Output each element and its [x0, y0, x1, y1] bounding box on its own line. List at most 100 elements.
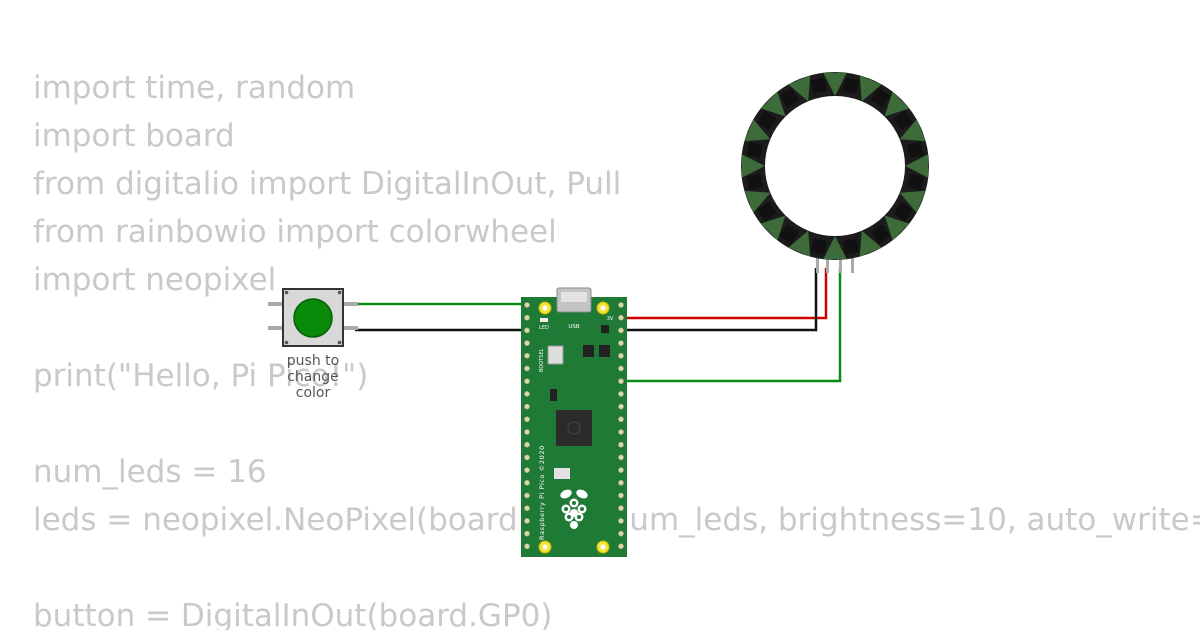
pico-pin[interactable]	[618, 352, 624, 359]
pico-pin[interactable]	[524, 340, 530, 346]
wire-gnd-to-ring-gnd[interactable]	[620, 268, 818, 332]
pico-pin[interactable]	[618, 543, 624, 550]
pico-pin[interactable]	[618, 416, 624, 423]
smd-component	[601, 325, 609, 333]
ring-led-gap	[859, 230, 882, 257]
smd-component	[599, 345, 610, 357]
pico-pin[interactable]	[524, 467, 530, 473]
ring-led-gap	[823, 72, 847, 96]
pico-pin[interactable]	[524, 352, 530, 359]
wires	[355, 268, 842, 383]
pico-pin[interactable]	[524, 365, 530, 372]
ring-pin	[851, 255, 854, 273]
ring-led	[757, 201, 777, 222]
pico-pin[interactable]	[524, 518, 530, 524]
pico-pin[interactable]	[618, 340, 624, 346]
pico-pin[interactable]	[524, 403, 530, 410]
wire-3v-to-ring-vcc[interactable]	[620, 268, 828, 320]
code-line: import time, random	[33, 70, 356, 106]
pico-pin[interactable]	[524, 441, 530, 448]
onboard-led	[540, 318, 548, 322]
pico-pin[interactable]	[524, 479, 530, 486]
button-cap[interactable]	[293, 298, 333, 338]
ring-led	[779, 88, 800, 108]
pico-pin[interactable]	[524, 492, 530, 499]
pico-pin[interactable]	[618, 530, 624, 537]
ring-led-gap	[899, 119, 926, 142]
ring-pin	[816, 255, 819, 273]
code-line: from digitalio import DigitalInOut, Pull	[33, 166, 622, 202]
ring-led	[842, 77, 860, 94]
pico-pin[interactable]	[618, 314, 624, 321]
button-caption-line: change	[287, 369, 339, 385]
flash-chip	[554, 468, 570, 479]
pico-pin[interactable]	[524, 302, 530, 308]
ring-pin	[826, 255, 829, 273]
pico-pin[interactable]	[524, 505, 530, 512]
pico-pin[interactable]	[618, 454, 624, 461]
ring-led	[746, 141, 763, 159]
pin-label-3v: 3V	[607, 316, 614, 322]
led-label: LED	[539, 325, 549, 331]
bootsel-label: BOOTSEL	[539, 348, 545, 372]
pico-pin[interactable]	[524, 543, 530, 550]
ring-led-gap	[744, 119, 771, 142]
code-line: import board	[33, 118, 235, 154]
ring-led-gap	[905, 154, 929, 178]
pico-pin[interactable]	[524, 327, 530, 334]
pico-pin[interactable]	[618, 403, 624, 410]
ring-led	[907, 173, 924, 191]
usb-label: USB	[568, 324, 580, 330]
ring-led-gap	[823, 236, 847, 260]
push-button[interactable]: push to change color	[268, 288, 358, 401]
rp2040-logo	[567, 421, 581, 435]
smd-component	[550, 389, 557, 401]
pico-pin[interactable]	[618, 518, 624, 524]
button-caption-line: push to	[287, 353, 339, 369]
ring-led	[870, 88, 891, 108]
ring-led-gap	[788, 230, 811, 257]
board-label: Raspberry Pi Pico ©2020	[538, 445, 546, 540]
pico-pin[interactable]	[524, 429, 530, 435]
rp2040-chip	[556, 410, 592, 446]
neopixel-ring[interactable]	[741, 72, 929, 273]
pico-pin[interactable]	[524, 378, 530, 385]
ring-led	[810, 77, 828, 94]
ring-led	[870, 224, 891, 244]
button-corner-dot	[284, 340, 289, 345]
ring-led-gap	[760, 215, 786, 241]
pico-pin[interactable]	[618, 467, 624, 473]
pico-pin[interactable]	[618, 479, 624, 486]
ring-pin	[839, 255, 842, 273]
bootsel-button[interactable]	[547, 345, 564, 365]
code-line: print("Hello, Pi Pico!")	[33, 358, 369, 394]
pico-pin[interactable]	[618, 327, 624, 334]
pico-pin[interactable]	[524, 390, 530, 397]
pico-pin[interactable]	[618, 378, 624, 385]
pico-pin[interactable]	[524, 314, 530, 321]
ring-led-gap	[899, 190, 926, 213]
pico-pin[interactable]	[524, 530, 530, 537]
pico-pin[interactable]	[618, 429, 624, 435]
pico-pin[interactable]	[618, 492, 624, 499]
button-pin	[342, 302, 358, 306]
pico-pin[interactable]	[524, 454, 530, 461]
wire-gp1-to-ring-din[interactable]	[620, 268, 842, 383]
pico-pin[interactable]	[618, 505, 624, 512]
code-line: import neopixel	[33, 262, 277, 298]
code-line: num_leds = 16	[33, 454, 267, 490]
pico-pin[interactable]	[618, 302, 624, 308]
raspberry-pi-pico[interactable]: USB LED 3V BOOTSEL Raspberry Pi Pico ©20…	[521, 287, 627, 557]
button-pin	[268, 326, 284, 330]
button-corner-dot	[337, 290, 342, 295]
ring-led-gap	[760, 91, 786, 117]
ring-led-gap	[884, 215, 910, 241]
pico-pin[interactable]	[618, 365, 624, 372]
ring-led	[810, 238, 828, 255]
pico-pin[interactable]	[524, 416, 530, 423]
pico-pin[interactable]	[618, 441, 624, 448]
pico-pin[interactable]	[618, 390, 624, 397]
ring-led	[746, 173, 763, 191]
